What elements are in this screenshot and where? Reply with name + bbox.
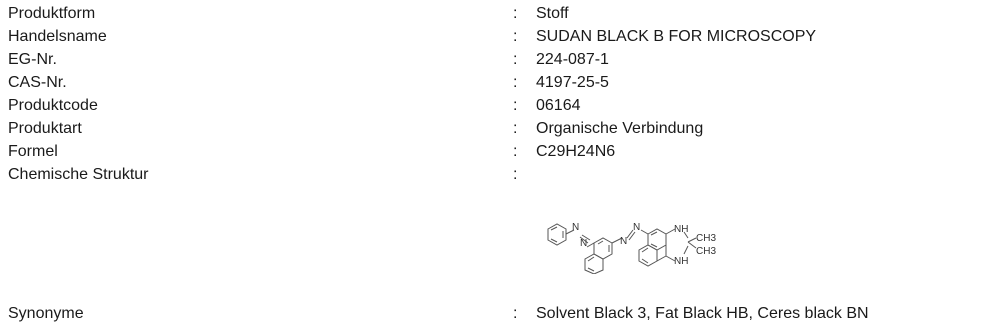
structure-atom-label: CH3 (696, 246, 716, 257)
structure-atom-label: N (633, 222, 640, 233)
separator-colon: : (513, 166, 518, 183)
separator-colon: : (513, 5, 518, 22)
label-produktform: Produktform (8, 5, 96, 22)
row-handelsname: Handelsname : SUDAN BLACK B FOR MICROSCO… (0, 26, 981, 48)
row-produktcode: Produktcode : 06164 (0, 95, 981, 117)
separator-colon: : (513, 97, 518, 114)
value-cas-nr: 4197-25-5 (536, 74, 609, 91)
label-handelsname: Handelsname (8, 28, 107, 45)
separator-colon: : (513, 28, 518, 45)
phenyl-ring (547, 223, 567, 246)
chemical-structure-diagram: N N N N NH NH CH3 CH3 (534, 216, 814, 274)
separator-colon: : (513, 51, 518, 68)
perimidine-ring-bottom (638, 244, 658, 267)
label-produktart: Produktart (8, 120, 82, 137)
separator-colon: : (513, 143, 518, 160)
structure-atom-label: NH (674, 256, 688, 267)
azo-bond (611, 237, 623, 244)
value-produktcode: 06164 (536, 97, 581, 114)
row-eg-nr: EG-Nr. : 224-087-1 (0, 49, 981, 71)
row-formel: Formel : C29H24N6 (0, 141, 981, 163)
label-cas-nr: CAS-Nr. (8, 74, 67, 91)
row-synonyme: Synonyme : Solvent Black 3, Fat Black HB… (0, 303, 981, 325)
naphthalene-ring-left-bottom (584, 253, 604, 274)
structure-atom-label: CH3 (696, 233, 716, 244)
structure-atom-label: N (572, 222, 579, 233)
row-produktart: Produktart : Organische Verbindung (0, 118, 981, 140)
value-handelsname: SUDAN BLACK B FOR MICROSCOPY (536, 28, 817, 45)
row-chemische-struktur: Chemische Struktur : (0, 164, 981, 186)
separator-colon: : (513, 120, 518, 137)
value-produktform: Stoff (536, 5, 569, 22)
structure-atom-label: N (580, 238, 587, 249)
label-formel: Formel (8, 143, 58, 160)
value-produktart: Organische Verbindung (536, 120, 704, 137)
separator-colon: : (513, 74, 518, 91)
azo-bond (565, 229, 575, 235)
row-cas-nr: CAS-Nr. : 4197-25-5 (0, 72, 981, 94)
structure-atom-label: NH (674, 224, 688, 235)
label-eg-nr: EG-Nr. (8, 51, 57, 68)
structure-atom-label: N (620, 236, 627, 247)
label-chemische-struktur: Chemische Struktur (8, 166, 149, 183)
separator-colon: : (513, 305, 518, 322)
label-synonyme: Synonyme (8, 305, 84, 322)
value-synonyme: Solvent Black 3, Fat Black HB, Ceres bla… (536, 305, 869, 322)
value-eg-nr: 224-087-1 (536, 51, 609, 68)
row-produktform: Produktform : Stoff (0, 3, 981, 25)
label-produktcode: Produktcode (8, 97, 98, 114)
value-formel: C29H24N6 (536, 143, 616, 160)
